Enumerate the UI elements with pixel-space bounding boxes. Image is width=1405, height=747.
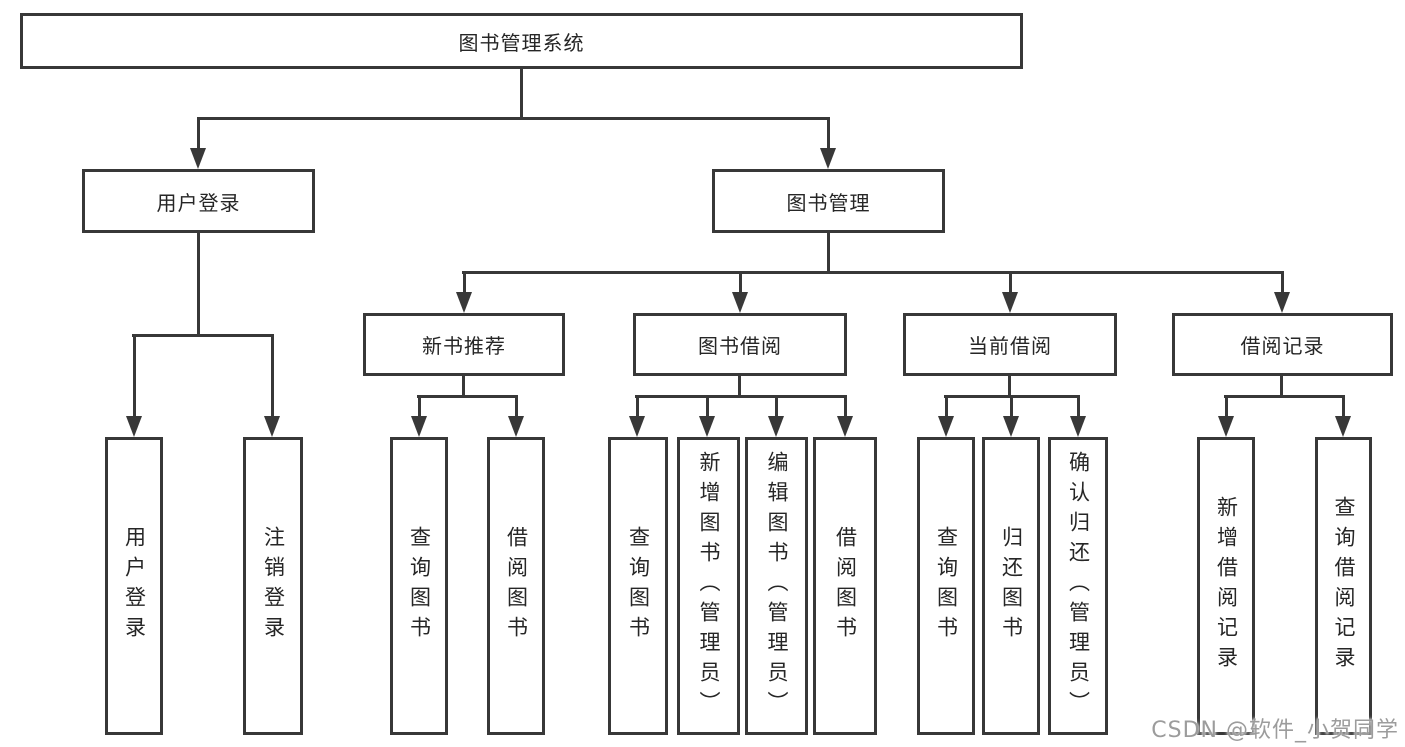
arrow-down-icon xyxy=(1002,271,1018,313)
leaf-add-book-admin: 新增图书（管理员） xyxy=(677,437,740,735)
connector-records-stem xyxy=(1280,376,1283,397)
arrow-down-icon xyxy=(508,395,524,437)
node-label: 借阅图书 xyxy=(504,526,529,646)
node-borrowing-records: 借阅记录 xyxy=(1172,313,1393,376)
node-label: 编辑图书（管理员） xyxy=(765,451,789,721)
node-label: 查询图书 xyxy=(626,526,651,646)
node-label: 新增图书（管理员） xyxy=(697,451,721,721)
node-label: 确认归还（管理员） xyxy=(1066,451,1091,721)
connector-borrowing-bus xyxy=(635,395,847,398)
arrow-down-icon xyxy=(768,395,784,437)
arrow-down-icon xyxy=(1070,395,1086,437)
connector-level1-bus xyxy=(197,117,830,120)
node-book-borrowing: 图书借阅 xyxy=(633,313,847,376)
arrow-down-icon xyxy=(264,334,280,437)
arrow-down-icon xyxy=(629,395,645,437)
node-label: 用户登录 xyxy=(156,190,241,215)
node-label: 新增借阅记录 xyxy=(1214,496,1239,676)
leaf-user-login: 用户登录 xyxy=(105,437,163,735)
node-label: 用户登录 xyxy=(122,526,147,646)
node-label: 图书管理 xyxy=(786,190,871,215)
node-label: 图书借阅 xyxy=(698,334,782,358)
node-label: 注销登录 xyxy=(261,526,286,646)
arrow-down-icon xyxy=(190,117,206,169)
connector-records-bus xyxy=(1224,395,1345,398)
arrow-down-icon xyxy=(1003,395,1019,437)
arrow-down-icon xyxy=(938,395,954,437)
arrow-down-icon xyxy=(837,395,853,437)
leaf-query-books-borrowing: 查询图书 xyxy=(608,437,668,735)
node-label: 借阅图书 xyxy=(833,526,858,646)
node-label: 查询借阅记录 xyxy=(1332,496,1356,676)
connector-current-stem xyxy=(1008,376,1011,397)
arrow-down-icon xyxy=(699,395,715,437)
leaf-query-borrow-record: 查询借阅记录 xyxy=(1315,437,1372,735)
leaf-edit-book-admin: 编辑图书（管理员） xyxy=(745,437,808,735)
connector-book-management-stem xyxy=(827,233,830,273)
leaf-confirm-return-admin: 确认归还（管理员） xyxy=(1048,437,1108,735)
arrow-down-icon xyxy=(1218,395,1234,437)
node-new-book-recommend: 新书推荐 xyxy=(363,313,565,376)
leaf-query-books-current: 查询图书 xyxy=(917,437,975,735)
leaf-borrow-books-borrowing: 借阅图书 xyxy=(813,437,877,735)
node-label: 查询图书 xyxy=(407,526,432,646)
leaf-add-borrow-record: 新增借阅记录 xyxy=(1197,437,1255,735)
connector-recommend-stem xyxy=(462,376,465,397)
node-label: 图书管理系统 xyxy=(458,30,585,55)
leaf-query-books-recommend: 查询图书 xyxy=(390,437,448,735)
node-label: 查询图书 xyxy=(934,526,959,646)
node-label: 归还图书 xyxy=(999,526,1024,646)
node-user-login: 用户登录 xyxy=(82,169,315,233)
arrow-down-icon xyxy=(1335,395,1351,437)
arrow-down-icon xyxy=(456,271,472,313)
arrow-down-icon xyxy=(732,271,748,313)
connector-user-login-bus xyxy=(132,334,274,337)
node-label: 借阅记录 xyxy=(1240,334,1325,358)
arrow-down-icon xyxy=(126,334,142,437)
connector-recommend-bus xyxy=(417,395,518,398)
node-book-management: 图书管理 xyxy=(712,169,945,233)
csdn-watermark: CSDN @软件_小贺同学 xyxy=(1151,718,1399,743)
node-library-management-system: 图书管理系统 xyxy=(20,13,1023,69)
node-current-borrowing: 当前借阅 xyxy=(903,313,1117,376)
connector-user-login-stem xyxy=(197,233,200,336)
leaf-logout: 注销登录 xyxy=(243,437,303,735)
node-label: 新书推荐 xyxy=(422,334,506,358)
arrow-down-icon xyxy=(820,117,836,169)
leaf-return-book: 归还图书 xyxy=(982,437,1040,735)
node-label: 当前借阅 xyxy=(968,334,1052,358)
connector-root-stem xyxy=(520,69,523,119)
connector-borrowing-stem xyxy=(738,376,741,397)
connector-level3-bus xyxy=(462,271,1284,274)
arrow-down-icon xyxy=(411,395,427,437)
arrow-down-icon xyxy=(1274,271,1290,313)
leaf-borrow-books-recommend: 借阅图书 xyxy=(487,437,545,735)
